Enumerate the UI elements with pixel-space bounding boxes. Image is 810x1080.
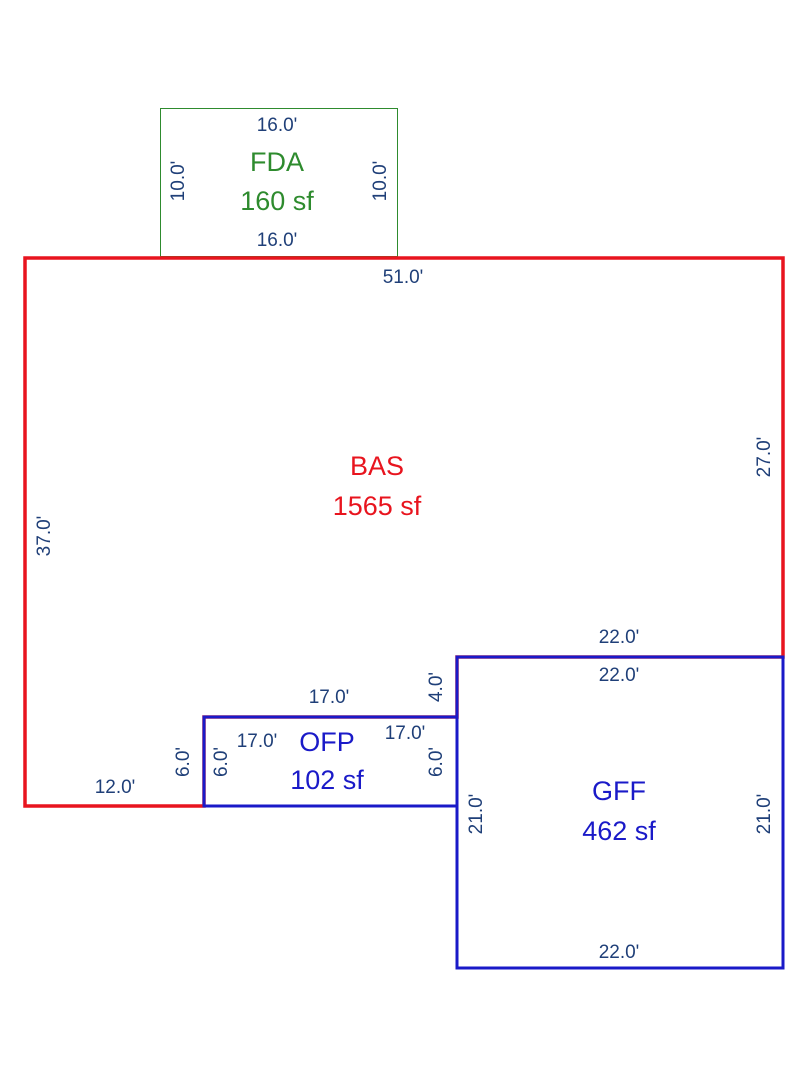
fda-area-label: 160 sf <box>240 186 314 216</box>
fda-code-label: FDA <box>250 147 304 177</box>
ofp-top-right-dimension: 17.0' <box>385 723 426 744</box>
gff-outline <box>455 655 785 970</box>
bas-code-label: BAS <box>350 451 404 481</box>
bas-right-dimension: 27.0' <box>754 437 775 478</box>
ofp-left-dimension: 6.0' <box>211 747 232 777</box>
gff-bottom-dimension: 22.0' <box>599 942 640 963</box>
fda-right-dimension: 10.0' <box>370 161 391 202</box>
ofp-top-left-dimension: 17.0' <box>237 731 278 752</box>
fda-bottom-dimension: 16.0' <box>257 230 298 251</box>
bas-area-label: 1565 sf <box>333 491 422 521</box>
bas-step-right-dimension: 4.0' <box>426 672 447 702</box>
gff-top-dimension: 22.0' <box>599 665 640 686</box>
bas-ofp-top-dimension: 17.0' <box>309 687 350 708</box>
gff-left-dimension: 21.0' <box>466 794 487 835</box>
bas-step-top-dimension: 22.0' <box>599 627 640 648</box>
gff-code-label: GFF <box>592 776 646 806</box>
ofp-right-dimension: 6.0' <box>426 747 447 777</box>
gff-area-label: 462 sf <box>582 816 656 846</box>
bas-bottom-left-dimension: 12.0' <box>95 777 136 798</box>
ofp-area-label: 102 sf <box>290 765 364 795</box>
fda-left-dimension: 10.0' <box>168 161 189 202</box>
gff-right-dimension: 21.0' <box>754 794 775 835</box>
ofp-code-label: OFP <box>299 727 355 757</box>
fda-top-dimension: 16.0' <box>257 115 298 136</box>
bas-ofp-left-dimension: 6.0' <box>173 747 194 777</box>
bas-top-dimension: 51.0' <box>383 267 424 288</box>
bas-left-dimension: 37.0' <box>34 516 55 557</box>
